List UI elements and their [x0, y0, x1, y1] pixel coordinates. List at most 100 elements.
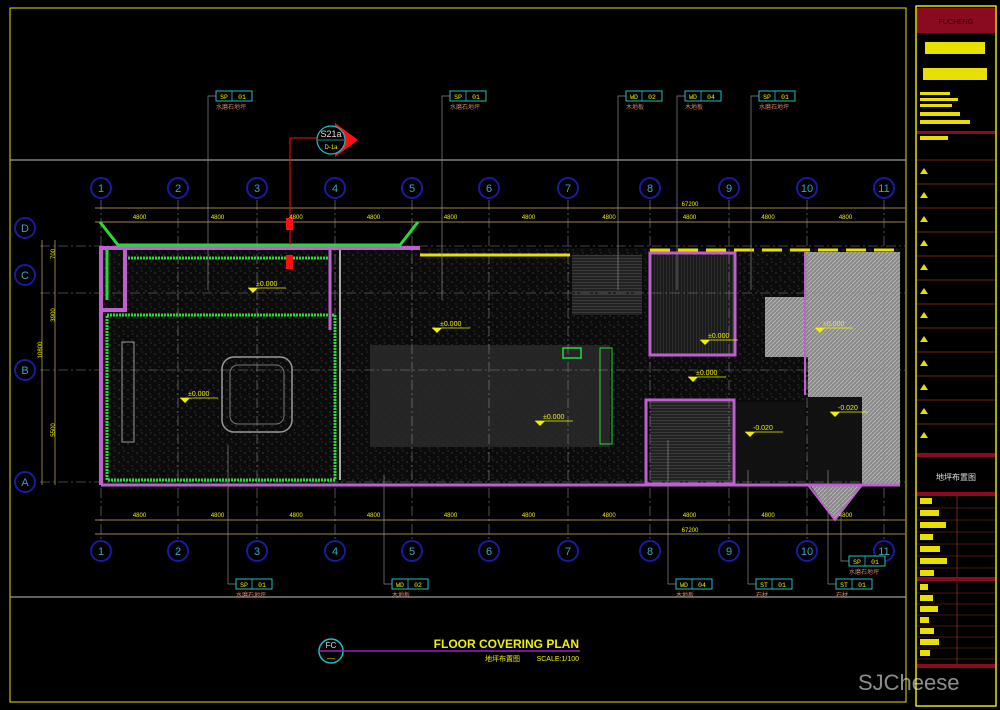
grid-bubble-6: [478, 540, 500, 562]
section-sub: D-1a: [324, 145, 338, 151]
overall-dimension: 67200: [682, 202, 699, 208]
bay-dimension: 4800: [133, 215, 147, 221]
material-tag-st-01: ST 01 石材: [827, 470, 873, 599]
elevation-marker: ±0.000: [180, 391, 218, 403]
tag-number: 01: [238, 94, 246, 101]
grid-bubble-C: [14, 264, 36, 286]
tag-number: 02: [648, 94, 656, 101]
company-logo: FUCHENG: [939, 19, 974, 26]
tag-label: 石材: [836, 591, 848, 599]
grid-label: D: [21, 223, 29, 235]
plan-scale: SCALE:1/100: [537, 656, 580, 663]
grid-label: 1: [98, 546, 104, 558]
grid-label: 5: [409, 183, 415, 195]
walls: [98, 221, 900, 522]
bay-dimension: 4800: [211, 215, 225, 221]
bay-dimension: 4800: [289, 215, 303, 221]
bay-dimension: 4800: [683, 215, 697, 221]
elevation-value: ±0.000: [823, 321, 844, 328]
tag-number: 01: [472, 94, 480, 101]
bay-dimension: 4800: [444, 215, 458, 221]
bay-dimension: 4800: [289, 513, 303, 519]
tag-number: 01: [258, 582, 266, 589]
elevation-value: ±0.000: [708, 333, 729, 340]
grid-label: A: [21, 477, 29, 489]
bay-dimension: 4800: [839, 513, 853, 519]
grid-label: 10: [801, 183, 813, 195]
grid-bubble-1: [90, 177, 112, 199]
tag-number: 02: [414, 582, 422, 589]
grid-label: 11: [878, 546, 889, 558]
grid-label: 2: [175, 183, 181, 195]
bay-dimension: 4800: [761, 513, 775, 519]
grid-label: 10: [801, 546, 813, 558]
grid-bubble-8: [639, 177, 661, 199]
elevation-value: -0.020: [753, 425, 773, 432]
meeting-room-wood-floor: [652, 255, 734, 355]
elevation-value: ±0.000: [543, 414, 564, 421]
bay-dimension: 4800: [839, 215, 853, 221]
bay-dimension: 4800: [761, 215, 775, 221]
vertical-dimension: 5500: [51, 423, 57, 437]
bay-dimension: 4800: [367, 215, 381, 221]
tag-label: 水磨石地坪: [849, 568, 879, 576]
tag-number: 01: [781, 94, 789, 101]
bay-dimension: 4800: [211, 513, 225, 519]
grid-label: 7: [565, 546, 571, 558]
tag-code: SP: [454, 94, 462, 101]
bay-dimension: 4800: [133, 513, 147, 519]
grid-bubble-8: [639, 540, 661, 562]
grid-label: 6: [486, 183, 492, 195]
elevation-value: ±0.000: [256, 281, 277, 288]
tag-label: 水磨石地坪: [450, 103, 480, 111]
grid-bubble-2: [167, 540, 189, 562]
grid-label: C: [21, 270, 29, 282]
grid-label: 6: [486, 546, 492, 558]
floor-areas: [101, 248, 901, 520]
plan-subtitle: 地坪布置图: [485, 654, 520, 663]
elevation-marker: ±0.000: [432, 321, 470, 333]
tag-code: SP: [220, 94, 228, 101]
restroom-area: [735, 402, 805, 482]
tag-code: SP: [240, 582, 248, 589]
view-tag-sheet: —: [327, 654, 335, 663]
section-tag: S21a: [320, 129, 341, 139]
elevation-marker: ±0.000: [688, 370, 726, 382]
tag-label: 水磨石地坪: [759, 103, 789, 111]
elevation-marker: ±0.000: [815, 321, 853, 333]
tag-label: 水磨石地坪: [216, 103, 246, 111]
grid-label: 5: [409, 546, 415, 558]
tag-number: 01: [871, 559, 879, 566]
tag-label: 木地板: [685, 103, 703, 111]
grid-label: 7: [565, 183, 571, 195]
elevation-marker: ±0.000: [248, 281, 286, 293]
material-tag-sp-01: SP 01 水磨石地坪: [207, 90, 253, 290]
tag-code: WD: [396, 582, 404, 589]
bay-dimension: 4800: [444, 513, 458, 519]
tag-number: 01: [858, 582, 866, 589]
tag-number: 04: [698, 582, 706, 589]
tag-code: WD: [630, 94, 638, 101]
wood-floor-zone: [572, 255, 642, 315]
central-table-area: [370, 345, 610, 447]
tag-code: ST: [840, 582, 848, 589]
tag-number: 01: [778, 582, 786, 589]
elevation-value: -0.020: [838, 405, 858, 412]
grid-label: 9: [726, 183, 732, 195]
grid-bubble-3: [246, 177, 268, 199]
grid-bubble-10: [796, 540, 818, 562]
grid-bubble-B: [14, 359, 36, 381]
grid-label: 4: [332, 183, 338, 195]
grid-bubble-3: [246, 540, 268, 562]
material-tag-sp-01: SP 01 水磨石地坪: [441, 90, 487, 300]
grid-label: 9: [726, 546, 732, 558]
bay-dimension: 4800: [522, 513, 536, 519]
grid-label: 2: [175, 546, 181, 558]
